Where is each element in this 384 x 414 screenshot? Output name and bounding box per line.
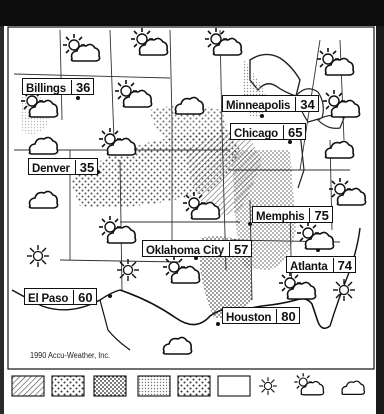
city-label-minneapolis: Minneapolis 34 <box>222 95 319 112</box>
minneapolis-marker <box>260 114 264 118</box>
city-temp: 65 <box>282 125 303 140</box>
city-temp: 57 <box>228 242 249 257</box>
city-temp: 34 <box>295 97 315 112</box>
legend-box-t-storms <box>93 375 127 397</box>
weather-icon-sunny <box>116 258 140 282</box>
city-name: Minneapolis <box>226 100 291 112</box>
oklahoma-city-marker <box>194 256 198 260</box>
city-label-el-paso: El Paso 60 <box>24 288 97 305</box>
map-frame <box>7 26 375 370</box>
legend-icon-sunny <box>258 376 278 396</box>
gulf-coastline <box>119 289 331 330</box>
city-temp: 60 <box>73 290 93 305</box>
legend-box-ice <box>217 375 251 397</box>
memphis-marker <box>248 222 252 226</box>
city-name: Oklahoma City <box>146 245 224 257</box>
city-name: Houston <box>226 312 272 324</box>
city-temp: 75 <box>309 208 329 223</box>
legend-box-snow <box>177 375 211 397</box>
billings-marker <box>76 96 80 100</box>
city-temp: 80 <box>276 309 296 324</box>
legend <box>11 375 251 397</box>
weather-icon-sunny <box>332 278 356 302</box>
legend-box-rain <box>51 375 85 397</box>
city-label-denver: Denver 35 <box>28 158 99 175</box>
city-name: Memphis <box>256 211 305 223</box>
copyright-notice: 1990 Accu-Weather, Inc. <box>30 351 111 360</box>
city-label-chicago: Chicago 65 <box>230 123 307 140</box>
el-paso-marker <box>108 294 112 298</box>
city-temp: 74 <box>332 258 353 273</box>
houston-marker <box>216 322 220 326</box>
legend-box-showers <box>11 375 45 397</box>
city-label-atlanta: Atlanta 74 <box>286 256 357 273</box>
city-temp: 35 <box>74 160 95 175</box>
weather-icon-sunny <box>26 244 50 268</box>
city-name: Billings <box>26 83 66 95</box>
city-name: Atlanta <box>290 261 328 273</box>
legend-box-flurries <box>137 375 171 397</box>
city-name: El Paso <box>28 293 69 305</box>
top-bar <box>0 0 384 26</box>
city-label-houston: Houston 80 <box>222 307 300 324</box>
city-name: Chicago <box>234 128 278 140</box>
city-name: Denver <box>32 163 70 175</box>
city-label-oklahoma-city: Oklahoma City 57 <box>142 240 253 257</box>
city-temp: 36 <box>70 80 91 95</box>
city-label-memphis: Memphis 75 <box>252 206 333 223</box>
atlanta-marker <box>316 248 320 252</box>
chicago-marker <box>288 140 292 144</box>
city-label-billings: Billings 36 <box>22 78 95 95</box>
